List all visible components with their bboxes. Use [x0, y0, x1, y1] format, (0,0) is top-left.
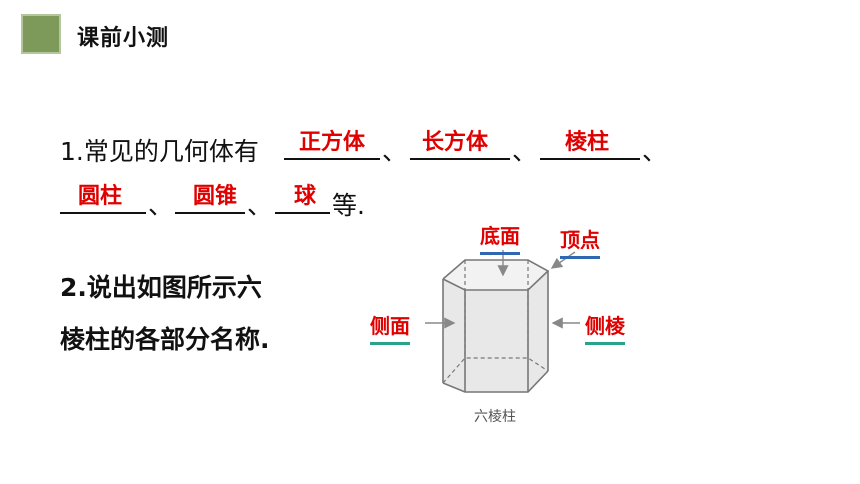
q1-suffix: 等. — [332, 191, 365, 220]
q1-answer-5: 圆锥 — [192, 184, 237, 209]
vertex-arrow — [550, 251, 576, 269]
q2-line-2: 棱柱的各部分名称. — [60, 325, 270, 354]
q1-blank-3 — [540, 158, 640, 160]
q1-blank-5 — [175, 212, 245, 214]
q1-blank-1 — [284, 158, 380, 160]
label-vertex: 顶点 — [560, 224, 600, 259]
label-face: 侧面 — [370, 310, 410, 345]
q1-prefix: 1.常见的几何体有 — [60, 137, 259, 166]
q1-blank-2 — [410, 158, 510, 160]
q1-blank-4 — [60, 212, 146, 214]
q1-separator: 、 — [512, 137, 538, 166]
prism-hidden-edges — [442, 260, 549, 384]
q1-separator: 、 — [247, 191, 273, 220]
prism-body — [443, 260, 548, 392]
q1-separator: 、 — [148, 191, 174, 220]
header-icon-square — [21, 14, 61, 54]
label-base: 底面 — [480, 220, 520, 255]
prism-top-face — [443, 260, 548, 290]
q1-blank-6 — [275, 212, 330, 214]
q1-separator: 、 — [382, 137, 408, 166]
figure-caption: 六棱柱 — [474, 409, 516, 425]
q1-answer-2: 长方体 — [421, 130, 488, 155]
q1-answer-4: 圆柱 — [77, 184, 122, 209]
page-title: 课前小测 — [77, 26, 170, 51]
q1-answer-3: 棱柱 — [564, 130, 609, 155]
q1-answer-1: 正方体 — [298, 130, 365, 155]
label-edge: 侧棱 — [585, 310, 625, 345]
q2-line-1: 2.说出如图所示六 — [60, 273, 262, 302]
q1-answer-6: 球 — [293, 184, 316, 209]
q1-separator: 、 — [642, 137, 668, 166]
